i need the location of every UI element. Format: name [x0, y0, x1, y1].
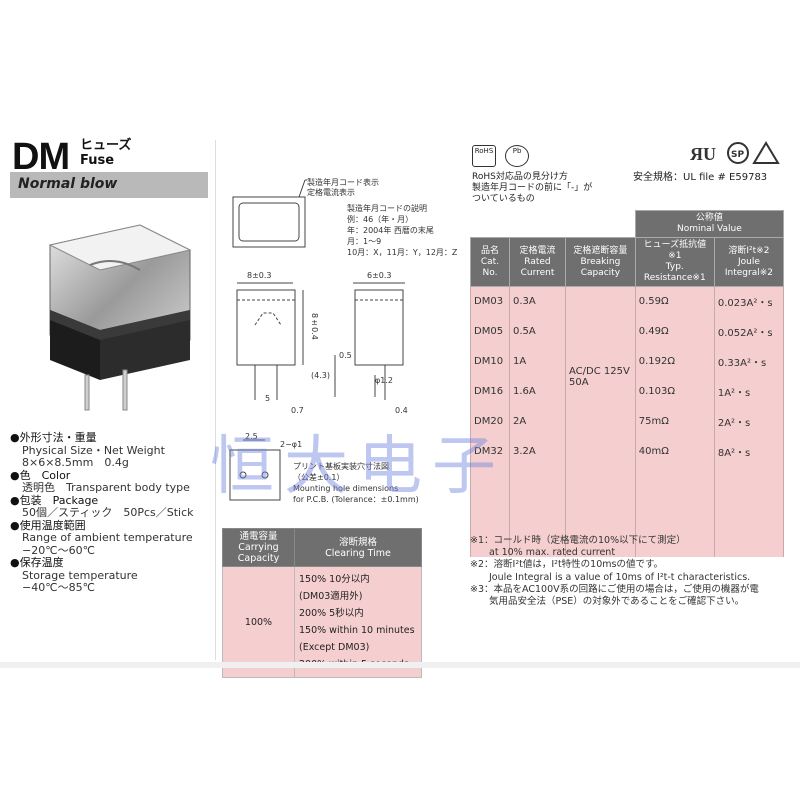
dimension-phi12: φ1.2 — [375, 376, 393, 385]
specification-list: ●外形寸法・重量 Physical Size・Net Weight 8×6×8.… — [10, 431, 220, 595]
rohs-icon: RoHS — [472, 145, 496, 167]
product-name-en: Fuse — [80, 153, 115, 168]
table-row: DM20 2A 75mΩ 2A²・s — [470, 406, 785, 437]
watermark: 恒大电子 — [210, 430, 506, 504]
date-code-label: 製造年月コード表示 — [307, 178, 379, 187]
dimension-04: 0.4 — [395, 406, 408, 415]
spec-operating-temp: ●使用温度範囲 Range of ambient temperature −20… — [10, 518, 193, 557]
carrying-capacity-header: 通電容量 Carrying Capacity — [222, 528, 295, 567]
footnote-2: ※2：溶断I²t値は，I²t特性の10msの値です。 — [470, 559, 664, 571]
hole-pitch: 2.5 — [245, 432, 258, 441]
dimension-width: 8±0.3 — [247, 271, 272, 280]
clearing-time-values: 150% 10分以内 (DM03適用外) 200% 5秒以内 150% with… — [294, 566, 422, 678]
table-row: DM03 0.3A AC/DC 125V 50A 0.59Ω 0.023A²・s — [470, 286, 785, 467]
dimension-5: 5 — [265, 394, 271, 403]
breaking-capacity-value: AC/DC 125V 50A — [565, 286, 636, 467]
table-row: DM16 1.6A 0.103Ω 1A²・s — [470, 376, 785, 407]
nominal-value-header: 公称値 Nominal Value — [634, 210, 785, 238]
pb-free-icon: Pb — [505, 145, 530, 167]
footnotes: ※1：コールド時（定格電流の10%以下にて測定） at 10% max. rat… — [470, 535, 786, 608]
spec-size: ●外形寸法・重量 Physical Size・Net Weight 8×6×8.… — [10, 431, 165, 469]
footnote-1: ※1：コールド時（定格電流の10%以下にて測定） — [470, 535, 686, 546]
dimension-05: 0.5 — [339, 351, 352, 360]
date-code-description: 製造年月コードの説明 例：46（年・月） 年：2004年 西暦の末尾 月：1〜9… — [347, 204, 458, 257]
fuse-product-photo — [48, 224, 192, 411]
dimension-depth: 6±0.3 — [367, 271, 392, 280]
subtitle: Normal blow — [18, 176, 118, 192]
column-divider — [215, 140, 216, 660]
dimension-07: 0.7 — [291, 406, 304, 415]
subtitle-bar — [10, 172, 208, 198]
carrying-capacity-value: 100% — [222, 566, 295, 678]
rohs-note: RoHS対応品の見分け方 製造年月コードの前に「-」が ついているもの — [472, 172, 593, 204]
clearing-time-header: 溶断規格 Clearing Time — [294, 528, 422, 567]
table-row: DM32 3.2A 40mΩ 8A²・s — [470, 436, 785, 467]
clearing-time-table: 通電容量 Carrying Capacity 溶断規格 Clearing Tim… — [222, 528, 422, 678]
dimension-drawing-lines — [229, 179, 405, 501]
ul-csa-mark-icons: ЯU SP — [690, 141, 780, 164]
svg-text:ЯU: ЯU — [690, 144, 716, 164]
hole-diameter: 2−φ1 — [280, 440, 303, 449]
dimension-drawing: 製造年月コード表示 定格電流表示 製造年月コードの説明 例：46（年・月） 年：… — [225, 175, 465, 515]
table-row: DM10 1A 0.192Ω 0.33A²・s — [470, 346, 785, 377]
dimension-43: (4.3) — [311, 371, 330, 380]
table-padding-row — [470, 466, 785, 557]
product-logo: DM — [12, 136, 70, 178]
footnote-3: ※3：本品をAC100V系の回路にご使用の場合は，ご使用の機器が電 — [470, 583, 759, 595]
cert-icons: RoHS Pb — [472, 145, 533, 167]
spec-storage-temp: ●保存温度 Storage temperature −40℃〜85℃ — [10, 556, 138, 594]
table-row: DM05 0.5A 0.49Ω 0.052A²・s — [470, 316, 785, 347]
svg-text:SP: SP — [731, 150, 744, 160]
ul-file-number: 安全規格：UL file # E59783 — [633, 172, 768, 183]
product-name-jp: ヒューズ — [80, 138, 132, 153]
spec-color: ●色 Color 透明色 Transparent body type — [10, 468, 190, 494]
spec-package: ●包装 Package 50個／スティック 50Pcs／Stick — [10, 493, 194, 519]
mounting-hole-caption: プリント基板実装穴寸法図 （公差±0.1） Mounting hole dime… — [293, 462, 419, 504]
rating-label: 定格電流表示 — [307, 188, 355, 197]
bottom-stripe — [0, 662, 800, 668]
dimension-height: 8±0.4 — [310, 313, 319, 340]
